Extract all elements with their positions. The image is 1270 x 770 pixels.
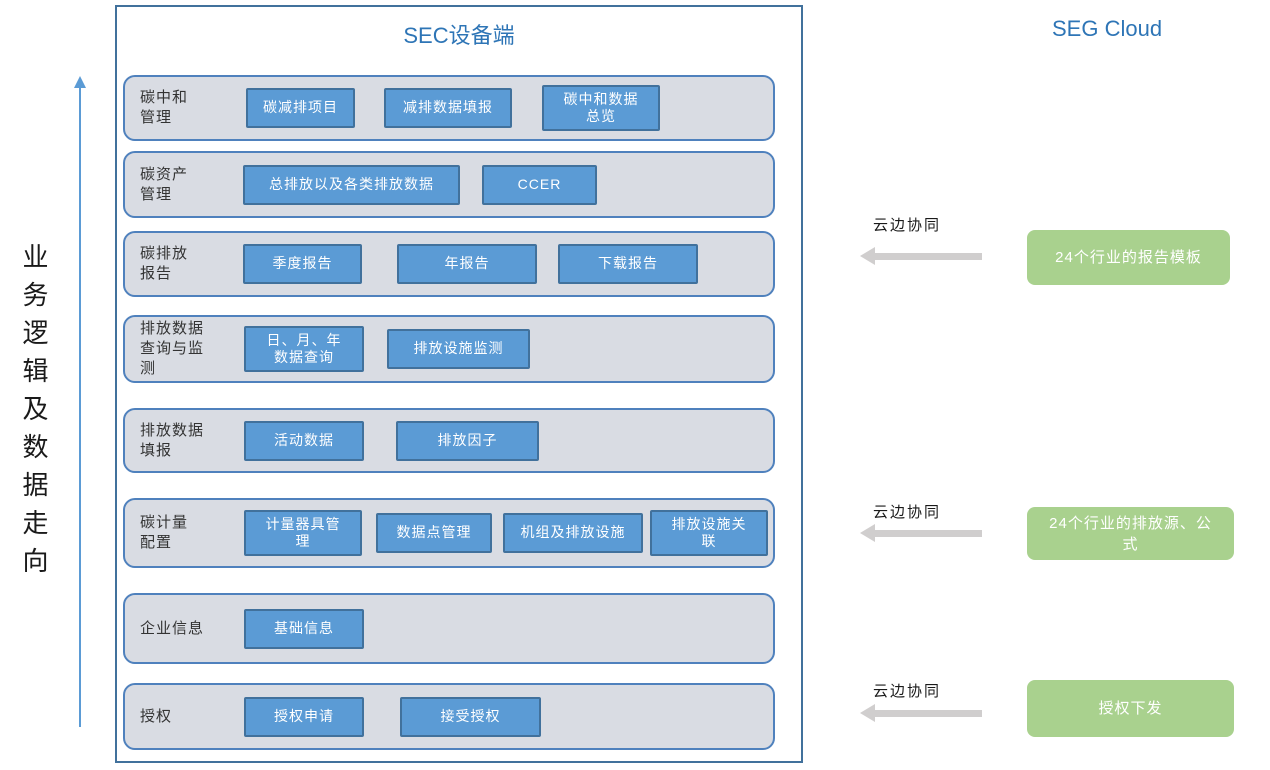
cloud-edge-sync-label: 云边协同 <box>873 683 942 700</box>
arrow-head <box>860 247 875 265</box>
module-row-emission-data-filling: 排放数据 填报 活动数据 排放因子 <box>123 408 775 473</box>
feature-box-total-emissions-data: 总排放以及各类排放数据 <box>243 164 460 205</box>
arrow-line <box>875 252 982 260</box>
arrow-head <box>860 524 875 542</box>
module-row-carbon-neutral-management: 碳中和 管理 碳减排项目 减排数据填报 碳中和数据 总览 <box>123 75 775 141</box>
row-caption: 授权 <box>140 707 173 725</box>
feature-box-ccer: CCER <box>482 164 597 205</box>
arrow-line <box>79 87 81 727</box>
module-row-carbon-metering-config: 碳计量 配置 计量器具管 理 数据点管理 机组及排放设施 排放设施关 联 <box>123 498 775 568</box>
feature-box-emission-factor: 排放因子 <box>396 420 539 461</box>
feature-box-activity-data: 活动数据 <box>244 420 364 461</box>
left-arrow-icon <box>860 247 982 265</box>
module-row-enterprise-info: 企业信息 基础信息 <box>123 593 775 664</box>
row-caption: 企业信息 <box>140 619 205 637</box>
feature-box-quarterly-report: 季度报告 <box>243 244 362 284</box>
row-caption: 排放数据 查询与监 测 <box>140 320 205 377</box>
feature-box-carbon-neutral-overview: 碳中和数据 总览 <box>542 85 660 131</box>
cloud-edge-sync-label: 云边协同 <box>873 217 942 234</box>
sec-device-panel: SEC设备端 碳中和 管理 碳减排项目 减排数据填报 碳中和数据 总览 碳资产 … <box>115 5 803 763</box>
row-caption: 碳计量 配置 <box>140 514 189 551</box>
seg-cloud-title: SEG Cloud <box>1052 16 1163 41</box>
module-row-emission-data-query-monitoring: 排放数据 查询与监 测 日、月、年 数据查询 排放设施监测 <box>123 315 775 383</box>
flow-direction-label: 业务逻辑及数据走向 <box>19 243 49 585</box>
row-caption: 碳资产 管理 <box>140 165 189 203</box>
feature-box-daily-monthly-yearly-query: 日、月、年 数据查询 <box>244 326 364 372</box>
arrow-line <box>875 529 982 537</box>
left-arrow-icon <box>860 704 982 722</box>
feature-box-unit-and-emission-facility: 机组及排放设施 <box>503 513 643 553</box>
arrow-head <box>74 76 86 88</box>
feature-box-authorization-request: 授权申请 <box>244 696 364 737</box>
cloud-box-authorization-issuance: 授权下发 <box>1027 680 1234 737</box>
sec-panel-title: SEC设备端 <box>403 23 515 48</box>
feature-box-metering-instrument-mgmt: 计量器具管 理 <box>244 510 362 556</box>
feature-box-basic-info: 基础信息 <box>244 608 364 649</box>
feature-box-download-report: 下载报告 <box>558 244 698 284</box>
module-row-carbon-asset-management: 碳资产 管理 总排放以及各类排放数据 CCER <box>123 151 775 218</box>
feature-box-annual-report: 年报告 <box>397 244 537 284</box>
feature-box-emission-facility-association: 排放设施关 联 <box>650 510 768 556</box>
cloud-box-emission-sources-formulas: 24个行业的排放源、公 式 <box>1027 507 1234 560</box>
row-caption: 排放数据 填报 <box>140 421 205 459</box>
row-caption: 碳中和 管理 <box>140 89 189 126</box>
arrow-line <box>875 709 982 717</box>
feature-box-carbon-reduction-project: 碳减排项目 <box>246 88 355 128</box>
cloud-edge-sync-label: 云边协同 <box>873 504 942 521</box>
feature-box-accept-authorization: 接受授权 <box>400 696 541 737</box>
module-row-authorization: 授权 授权申请 接受授权 <box>123 683 775 750</box>
feature-box-emission-facility-monitoring: 排放设施监测 <box>387 329 530 369</box>
arrow-head <box>860 704 875 722</box>
cloud-box-report-templates: 24个行业的报告模板 <box>1027 230 1230 285</box>
module-row-carbon-emission-report: 碳排放 报告 季度报告 年报告 下载报告 <box>123 231 775 297</box>
left-arrow-icon <box>860 524 982 542</box>
row-caption: 碳排放 报告 <box>140 245 189 282</box>
feature-box-data-point-mgmt: 数据点管理 <box>376 513 492 553</box>
feature-box-reduction-data-filling: 减排数据填报 <box>384 88 512 128</box>
